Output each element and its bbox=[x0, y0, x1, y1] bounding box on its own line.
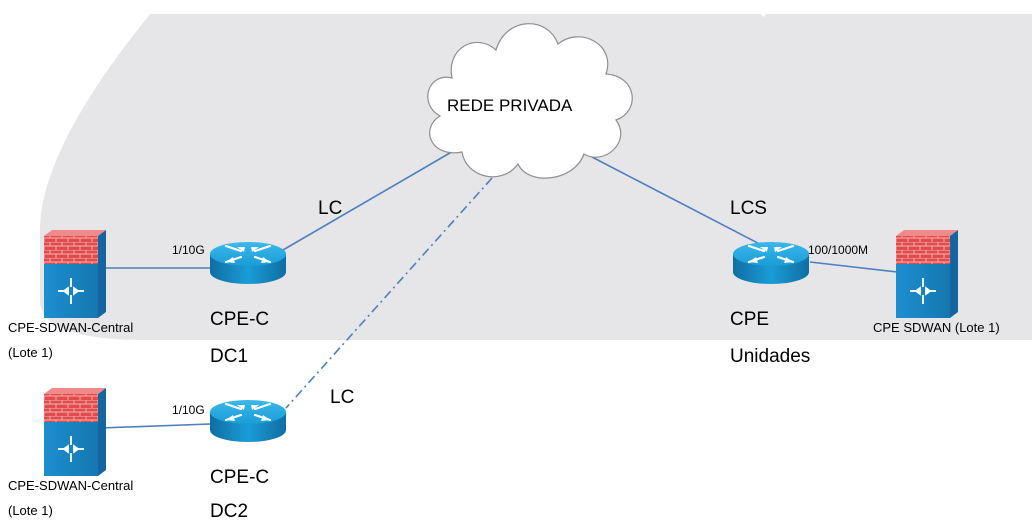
link-fw-dc2 bbox=[99, 423, 211, 429]
speed-label-dc1: 1/10G bbox=[172, 243, 205, 257]
fw-central-1-lote: (Lote 1) bbox=[8, 345, 53, 360]
router-icon-unidades bbox=[731, 240, 811, 286]
fw-unidades-name: CPE SDWAN (Lote 1) bbox=[873, 320, 1000, 335]
link-fw-unidades bbox=[809, 261, 898, 273]
link-label-lc-bottom: LC bbox=[330, 387, 355, 408]
router-dc1-name: CPE-C bbox=[210, 309, 270, 330]
router-unidades-name: CPE bbox=[730, 309, 770, 330]
link-lc-dc1 bbox=[282, 149, 456, 251]
router-dc1-site: DC1 bbox=[210, 346, 249, 367]
router-dc2-site: DC2 bbox=[210, 501, 249, 522]
link-lcs-unidades bbox=[591, 156, 776, 253]
firewall-icon-central-2 bbox=[43, 387, 107, 477]
fw-central-1-name: CPE-SDWAN-Central bbox=[8, 320, 134, 335]
link-label-lcs: LCS bbox=[730, 198, 767, 219]
firewall-icon-unidades bbox=[895, 229, 959, 319]
router-dc2-name: CPE-C bbox=[210, 467, 270, 488]
speed-label-unidades: 100/1000M bbox=[808, 243, 869, 257]
cloud-label: REDE PRIVADA bbox=[447, 96, 573, 115]
speed-label-dc2: 1/10G bbox=[172, 403, 205, 417]
router-icon-dc2 bbox=[208, 398, 288, 444]
fw-central-2-name: CPE-SDWAN-Central bbox=[8, 478, 134, 493]
cloud-icon bbox=[427, 23, 633, 179]
router-unidades-site: Unidades bbox=[730, 346, 811, 367]
firewall-icon-central-1 bbox=[43, 229, 107, 319]
fw-central-2-lote: (Lote 1) bbox=[8, 503, 53, 518]
link-label-lc-top: LC bbox=[318, 198, 343, 219]
link-lc-dc2 bbox=[285, 177, 493, 409]
router-icon-dc1 bbox=[208, 240, 288, 286]
